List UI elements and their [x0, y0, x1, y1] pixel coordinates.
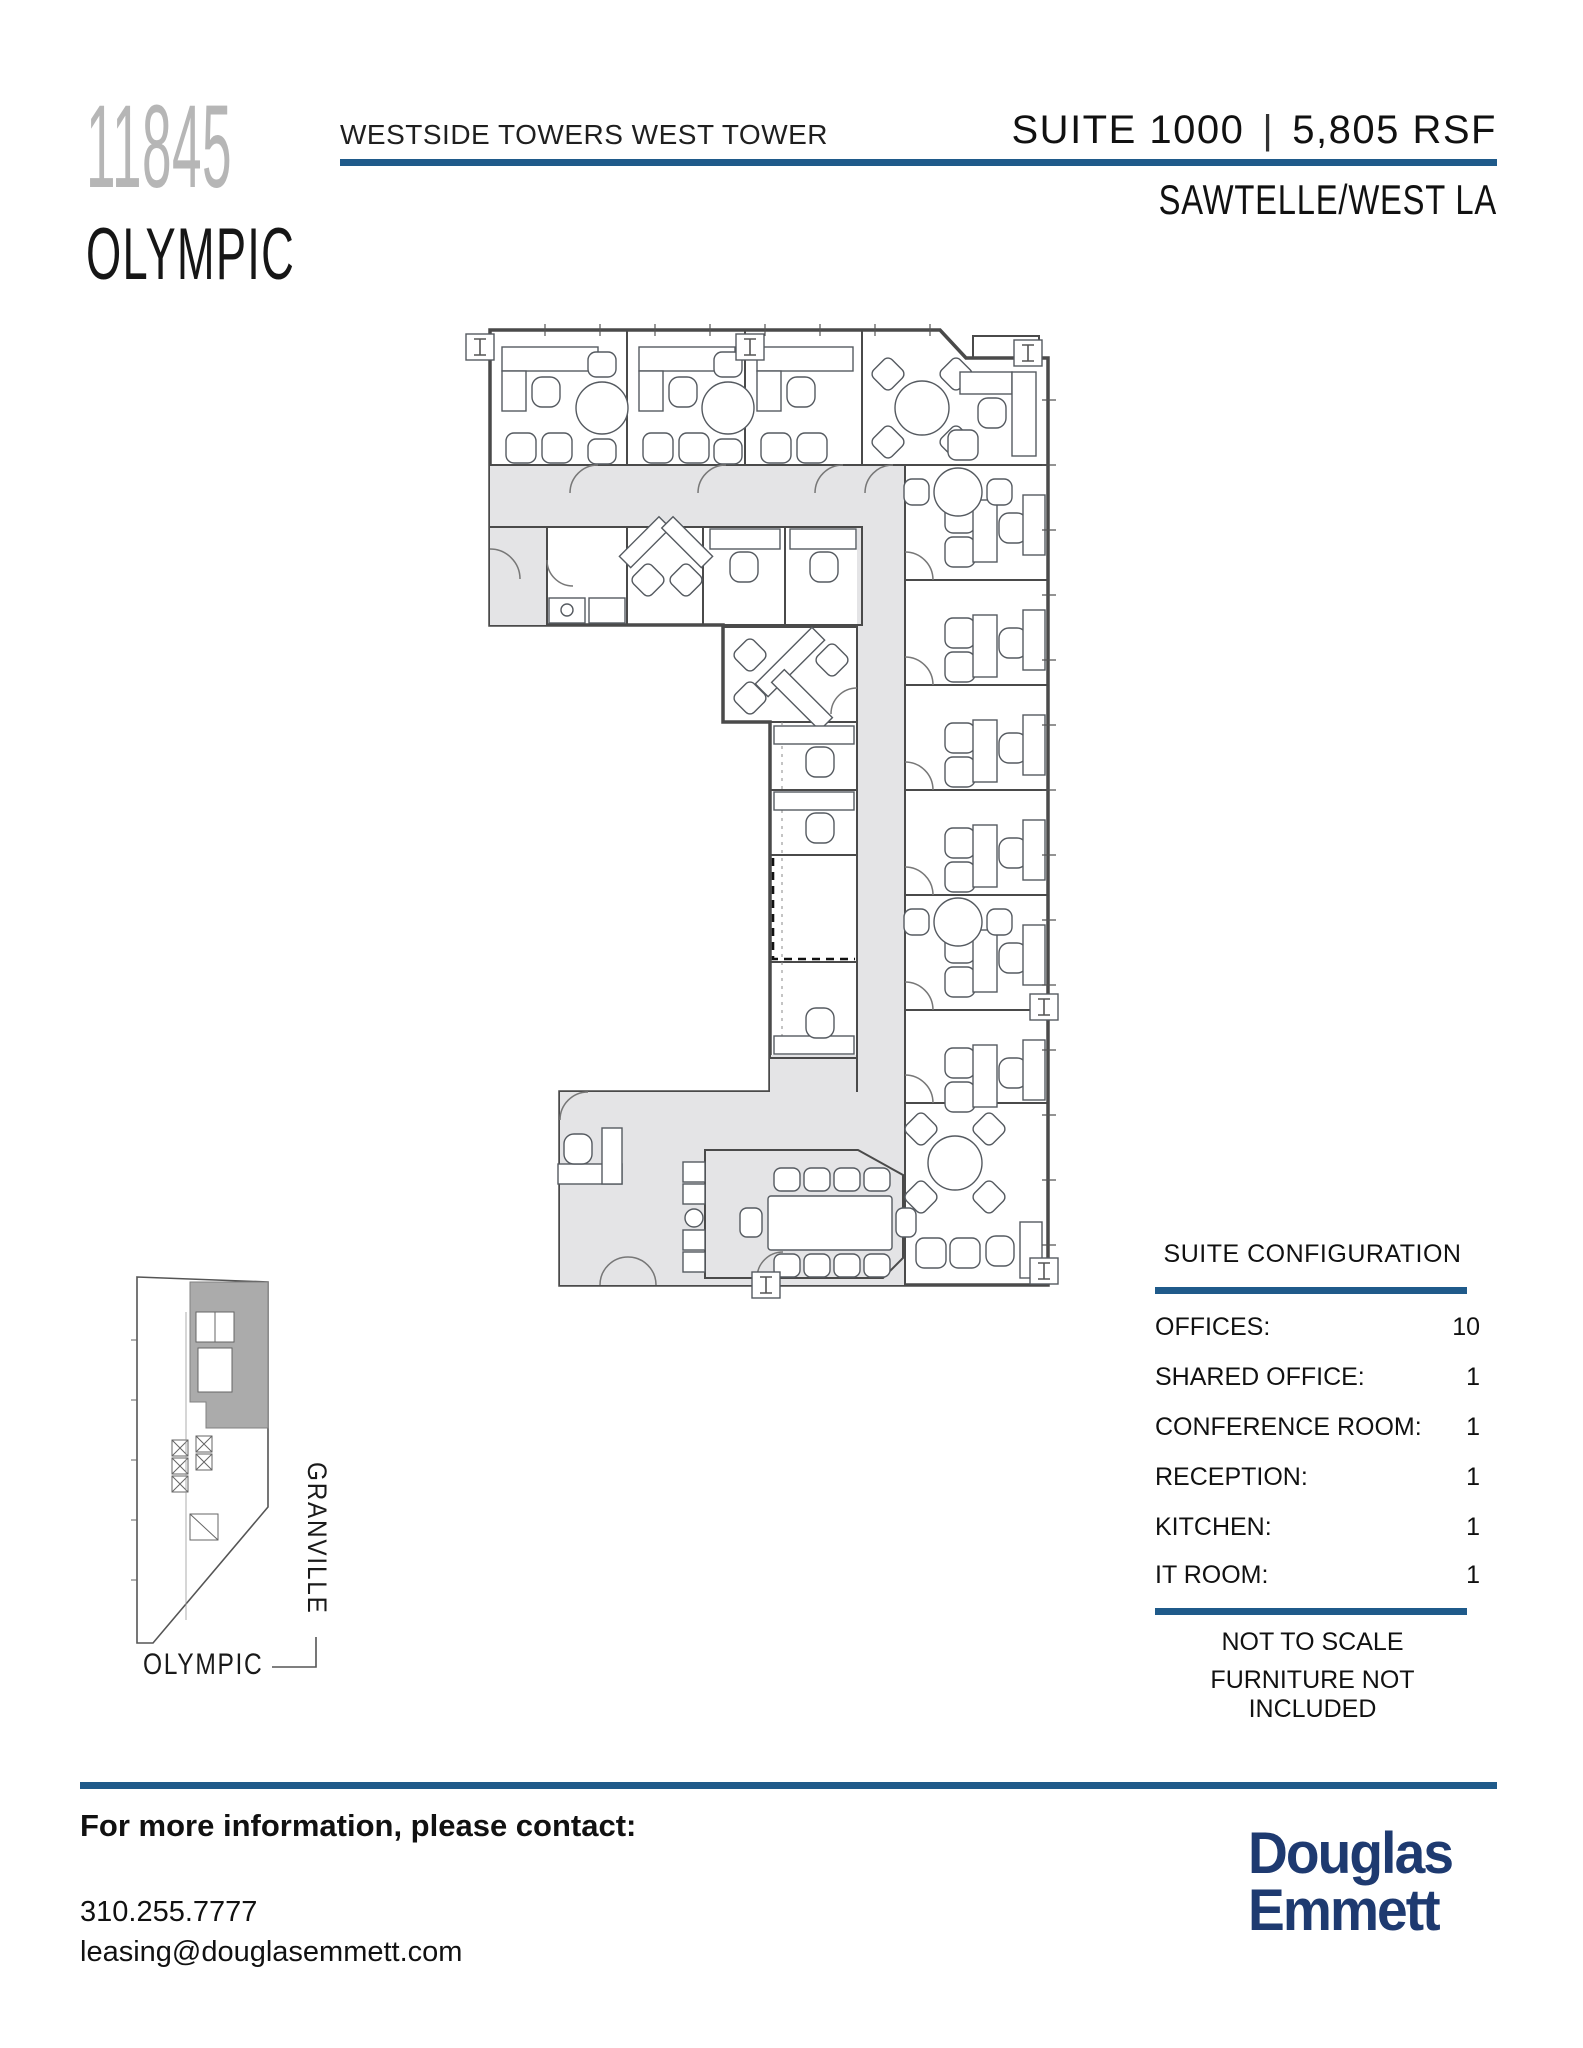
- dashed-lines: [771, 722, 855, 1058]
- street-label-granville: GRANVILLE: [302, 1462, 332, 1615]
- config-value: 1: [1466, 1463, 1480, 1491]
- config-row: OFFICES: 10: [1155, 1313, 1480, 1342]
- config-row: KITCHEN: 1: [1155, 1513, 1480, 1542]
- logo-line-douglas: Douglas: [1248, 1821, 1454, 1886]
- config-row: SHARED OFFICE: 1: [1155, 1363, 1480, 1392]
- footer-rule: [80, 1782, 1497, 1789]
- contact-email[interactable]: leasing@douglasemmett.com: [80, 1936, 463, 1968]
- config-value: 10: [1452, 1313, 1480, 1341]
- interior-walls: [490, 464, 906, 1103]
- contact-heading: For more information, please contact:: [80, 1808, 637, 1843]
- suite-divider: |: [1262, 108, 1275, 152]
- header-rule: [340, 159, 1497, 166]
- property-name: WESTSIDE TOWERS WEST TOWER: [340, 119, 829, 150]
- key-map: [131, 1276, 317, 1668]
- interior-rooms: [626, 335, 1040, 1059]
- furniture: [501, 346, 1046, 1279]
- small-office: [769, 789, 858, 856]
- corridor-areas: [490, 465, 905, 1285]
- building-name: OLYMPIC: [86, 214, 296, 295]
- small-room: [784, 526, 863, 626]
- config-row: IT ROOM: 1: [1155, 1561, 1480, 1590]
- contact-phone[interactable]: 310.255.7777: [80, 1896, 258, 1928]
- note-not-to-scale: NOT TO SCALE: [1221, 1628, 1404, 1656]
- config-label: RECEPTION:: [1155, 1463, 1308, 1491]
- office-room: [769, 854, 858, 963]
- config-rule-top: [1155, 1287, 1467, 1294]
- config-rule-bottom: [1155, 1608, 1467, 1615]
- suite-config-title: SUITE CONFIGURATION: [1163, 1240, 1462, 1268]
- config-row: CONFERENCE ROOM: 1: [1155, 1413, 1480, 1442]
- logo-line-emmett: Emmett: [1248, 1877, 1441, 1943]
- submarket: SAWTELLE/WEST LA: [1158, 176, 1497, 223]
- floor-plan: [465, 324, 1059, 1299]
- config-value: 1: [1466, 1513, 1480, 1541]
- door-swings: [489, 464, 934, 1286]
- window-ticks: [544, 324, 1056, 1246]
- config-label: OFFICES:: [1155, 1313, 1271, 1341]
- config-label: CONFERENCE ROOM:: [1155, 1413, 1422, 1441]
- small-office: [769, 961, 858, 1059]
- config-value: 1: [1466, 1413, 1480, 1441]
- keymap-street-connector: [272, 1637, 317, 1668]
- config-label: KITCHEN:: [1155, 1513, 1272, 1541]
- config-label: SHARED OFFICE:: [1155, 1363, 1365, 1391]
- suite-area: 5,805 RSF: [1292, 108, 1497, 152]
- building-number: 11845: [86, 81, 232, 213]
- suite-number: SUITE 1000: [1011, 108, 1245, 152]
- config-value: 1: [1466, 1363, 1480, 1391]
- config-value: 1: [1466, 1561, 1480, 1589]
- config-label: IT ROOM:: [1155, 1561, 1269, 1589]
- config-row: RECEPTION: 1: [1155, 1463, 1480, 1492]
- suite-title: SUITE 1000 | 5,805 RSF: [897, 108, 1497, 153]
- street-label-olympic: OLYMPIC: [143, 1648, 264, 1681]
- company-logo: Douglas Emmett: [1248, 1821, 1454, 1943]
- note-furniture: FURNITURE NOT INCLUDED: [1210, 1666, 1415, 1723]
- keymap-core: [171, 1311, 235, 1620]
- conference-room: [704, 1149, 904, 1279]
